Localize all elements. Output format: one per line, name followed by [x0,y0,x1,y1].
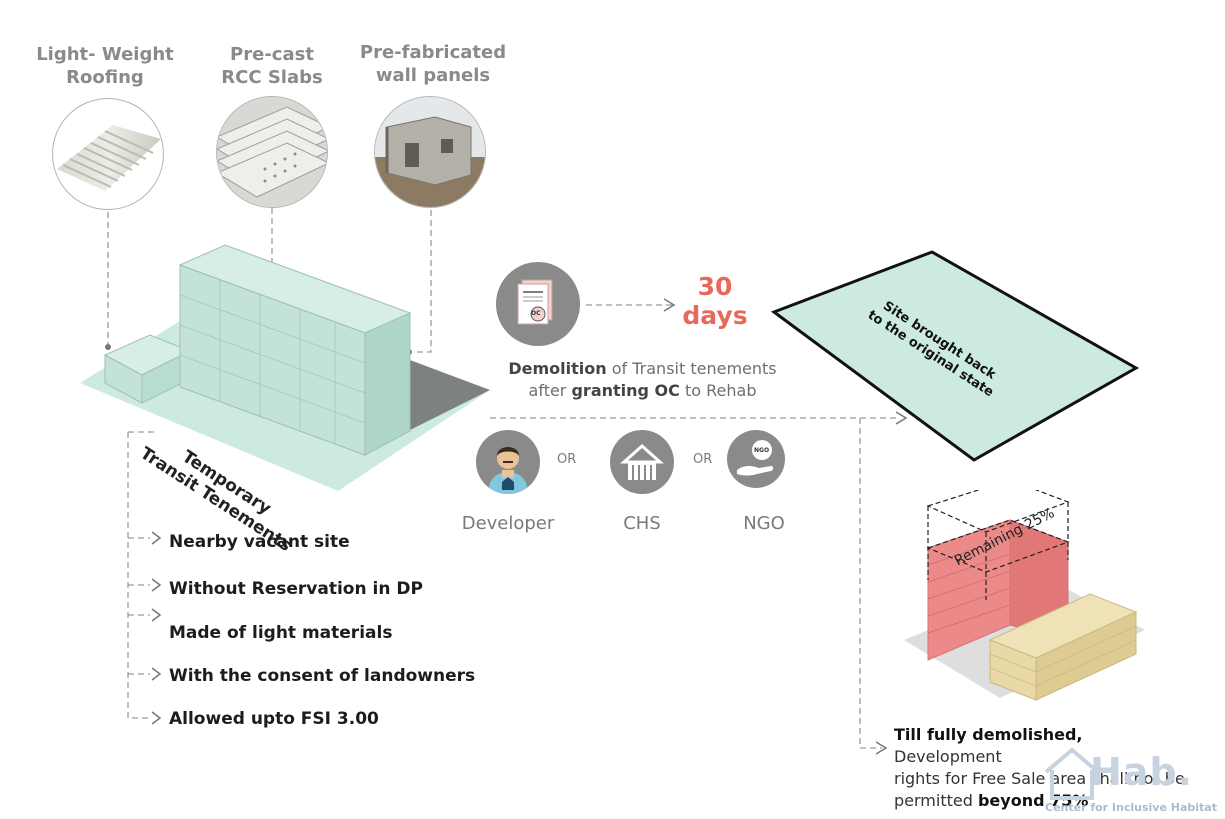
criteria-item-3: Made of light materials [169,623,393,643]
actor-label-chs: CHS [623,513,661,534]
precast-slabs-photo [216,96,328,208]
house-logo-icon [1044,747,1100,800]
criteria-item-4: With the consent of landowners [169,666,476,686]
transit-tenements-illustration [80,244,490,491]
wall-panels-photo [374,96,486,208]
remaining-development-illustration [904,490,1145,701]
actor-label-ngo: NGO [743,513,785,534]
development-rights-note: Till fully demolished, Development right… [894,725,1185,810]
restored-site-plot [770,250,1140,462]
ngo-badge-text: NGO [754,447,770,454]
or-separator-1: OR [557,452,577,467]
house-icon [610,430,674,494]
corrugated-roof-photo [52,98,164,210]
logo-subtitle: Center for Inclusive Habitat [1045,801,1217,814]
demolition-text: Demolition of Transit tenements after gr… [508,359,777,400]
logo-wordmark: Hab. [1090,750,1194,794]
criteria-item-5: Allowed upto FSI 3.00 [169,709,379,729]
developer-icon [476,430,540,494]
oc-certificate-icon: OC [496,262,580,346]
criteria-item-2: Without Reservation in DP [169,579,423,599]
ngo-hand-icon: NGO [727,430,785,488]
criteria-item-1: Nearby vacant site [169,532,350,552]
timeline-label: 30 days [682,272,748,330]
oc-badge-text: OC [531,310,541,317]
actor-label-developer: Developer [461,513,555,534]
or-separator-2: OR [693,452,713,467]
